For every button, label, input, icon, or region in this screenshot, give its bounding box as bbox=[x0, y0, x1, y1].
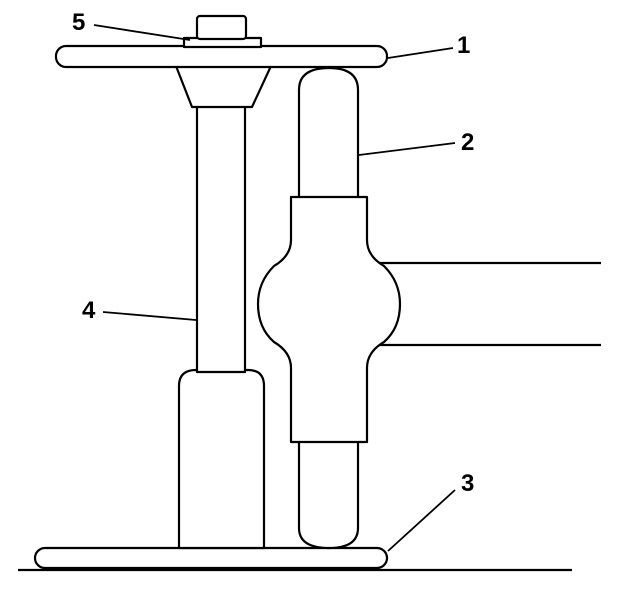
leader-5 bbox=[93, 24, 191, 41]
leader-3 bbox=[387, 489, 456, 552]
upper-plate bbox=[54, 44, 389, 69]
callout-3: 3 bbox=[461, 470, 474, 497]
leader-2 bbox=[358, 142, 456, 156]
shaft-top bbox=[297, 66, 360, 202]
callout-2: 2 bbox=[461, 129, 474, 156]
tube-collar bbox=[174, 64, 273, 109]
shaft-bottom bbox=[297, 438, 360, 550]
shaft-ball-block bbox=[256, 195, 402, 444]
callout-1: 1 bbox=[457, 32, 470, 59]
leader-1 bbox=[387, 47, 454, 59]
tube-rod bbox=[195, 104, 247, 374]
leader-4 bbox=[102, 311, 197, 321]
lower-plate bbox=[33, 546, 389, 570]
callout-5: 5 bbox=[72, 9, 85, 36]
callout-4: 4 bbox=[82, 297, 96, 324]
nut bbox=[195, 14, 248, 41]
tube-lower-sleeve bbox=[177, 368, 266, 550]
